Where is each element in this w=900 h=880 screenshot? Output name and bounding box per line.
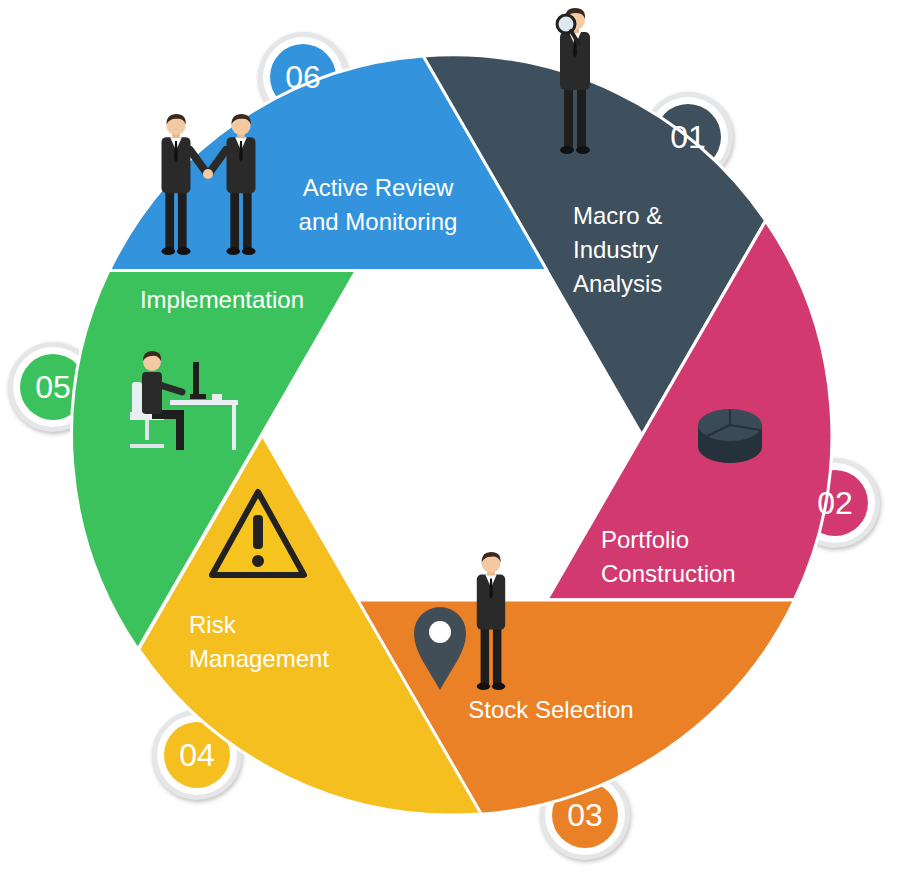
- step-segment: Macro & Industry Analysis: [72, 56, 831, 815]
- segment-shape: [74, 56, 832, 814]
- step-label: Macro & Industry Analysis: [573, 199, 693, 301]
- step-number: 05: [6, 340, 100, 434]
- step-number-text: 05: [6, 340, 100, 434]
- step-segment: Portfolio Construction: [73, 57, 794, 815]
- step-number: 02: [788, 456, 882, 550]
- step-number-text: 06: [256, 30, 350, 124]
- pie-icon: [698, 409, 762, 463]
- step-label: Implementation: [107, 283, 337, 317]
- step-number-text: 03: [538, 768, 632, 862]
- step-number: 01: [641, 90, 735, 184]
- step-segment: Risk Management: [73, 55, 832, 814]
- segment-shape: [72, 56, 830, 814]
- segment-shape: [73, 55, 832, 814]
- step-number: 06: [256, 30, 350, 124]
- segment-shape: [72, 56, 831, 815]
- step-label: Portfolio Construction: [601, 523, 779, 591]
- step-number: 03: [538, 768, 632, 862]
- step-number: 04: [150, 708, 244, 802]
- step-label: Active Review and Monitoring: [287, 171, 469, 239]
- step-segment: Active Review and Monitoring: [72, 56, 830, 814]
- step-number-text: 02: [788, 456, 882, 550]
- step-number-text: 04: [150, 708, 244, 802]
- segment-shape: [73, 57, 794, 815]
- step-segment: Stock Selection: [74, 56, 832, 814]
- step-label: Stock Selection: [441, 693, 661, 727]
- step-number-text: 01: [641, 90, 735, 184]
- step-label: Risk Management: [189, 608, 361, 676]
